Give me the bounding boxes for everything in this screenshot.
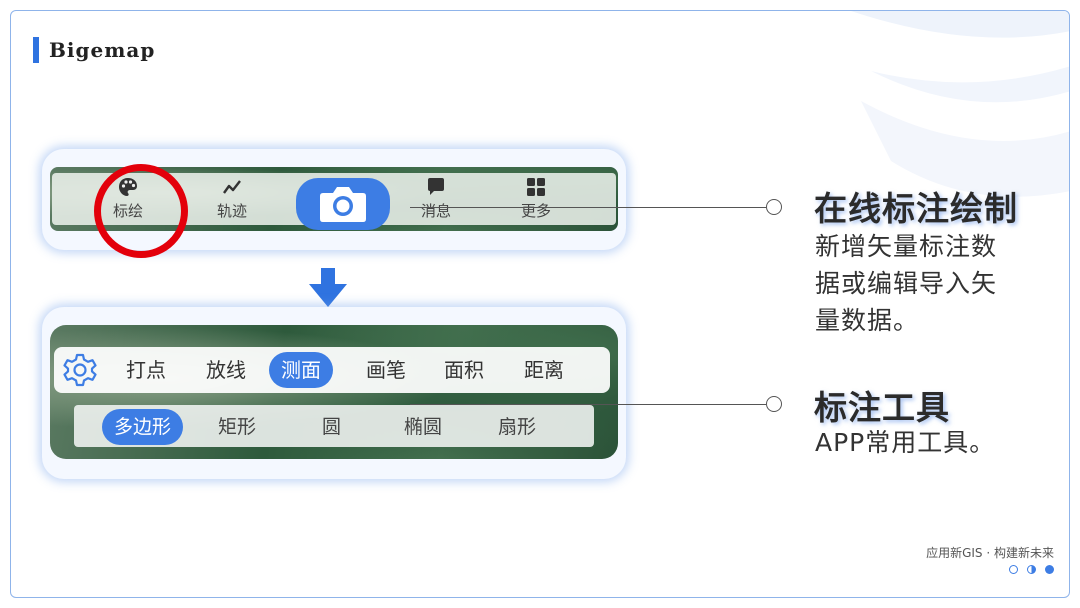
- callout-description: 新增矢量标注数 据或编辑导入矢 量数据。: [815, 228, 997, 339]
- footer-slogan: 应用新GIS · 构建新未来: [926, 546, 1054, 560]
- callout-description: APP常用工具。: [815, 424, 995, 461]
- tool-area[interactable]: 面积: [444, 358, 484, 382]
- toolbar-item-track[interactable]: 轨迹: [192, 173, 272, 225]
- shape-bar: 多边形 矩形 圆 椭圆 扇形: [74, 405, 594, 447]
- tool-dot[interactable]: 打点: [126, 358, 166, 382]
- message-icon: [428, 178, 444, 195]
- slide-frame: Bigemap: [10, 10, 1070, 598]
- toolbar-item-more[interactable]: 更多: [496, 173, 576, 225]
- tool-measure-area[interactable]: 测面: [269, 352, 333, 388]
- gear-icon[interactable]: [62, 352, 98, 388]
- callout-description-line: 据或编辑导入矢: [815, 269, 998, 298]
- shape-sector[interactable]: 扇形: [498, 416, 537, 438]
- callout-description-line: 量数据。: [815, 306, 920, 335]
- brand-accent-bar: [33, 37, 39, 63]
- toolbar-item-label: 消息: [420, 202, 451, 220]
- callout-description-line: 新增矢量标注数: [815, 232, 998, 261]
- toolbar-item-label: 更多: [520, 202, 551, 220]
- callout-connector-dot: [766, 199, 782, 215]
- grid-icon: [527, 178, 545, 196]
- camera-icon: [320, 187, 366, 222]
- callout-title: 标注工具: [814, 388, 950, 427]
- shape-polygon[interactable]: 多边形: [102, 409, 184, 445]
- callout-title: 在线标注绘制: [814, 189, 1018, 228]
- callout-connector-line: [410, 207, 766, 208]
- tool-distance[interactable]: 距离: [524, 358, 564, 382]
- brand: Bigemap: [33, 37, 155, 63]
- page-dot: [1009, 565, 1018, 574]
- tool-brush[interactable]: 画笔: [366, 358, 406, 382]
- background-decoration: [851, 11, 1069, 197]
- shape-ellipse[interactable]: 椭圆: [404, 416, 443, 438]
- toolbar-item-label: 轨迹: [216, 202, 247, 220]
- tool-line[interactable]: 放线: [206, 358, 246, 382]
- page-indicator: [1009, 565, 1054, 574]
- camera-button[interactable]: [296, 178, 390, 230]
- track-line-icon: [223, 180, 241, 194]
- page-dot: [1045, 565, 1054, 574]
- highlight-circle: [94, 164, 188, 258]
- shape-circle[interactable]: 圆: [322, 416, 342, 438]
- page-dot: [1027, 565, 1036, 574]
- toolbar-item-message[interactable]: 消息: [396, 173, 476, 225]
- down-arrow-icon: [309, 268, 347, 307]
- callout-connector-line: [410, 404, 766, 405]
- measure-tools-panel: 打点 放线 测面 画笔 面积 距离 多边形 矩形 圆 椭圆 扇形: [42, 307, 626, 479]
- brand-logo-text: Bigemap: [49, 38, 156, 62]
- callout-connector-dot: [766, 396, 782, 412]
- callout-description-line: APP常用工具。: [815, 428, 996, 457]
- tool-bar: 打点 放线 测面 画笔 面积 距离: [54, 347, 610, 393]
- shape-rectangle[interactable]: 矩形: [218, 416, 257, 438]
